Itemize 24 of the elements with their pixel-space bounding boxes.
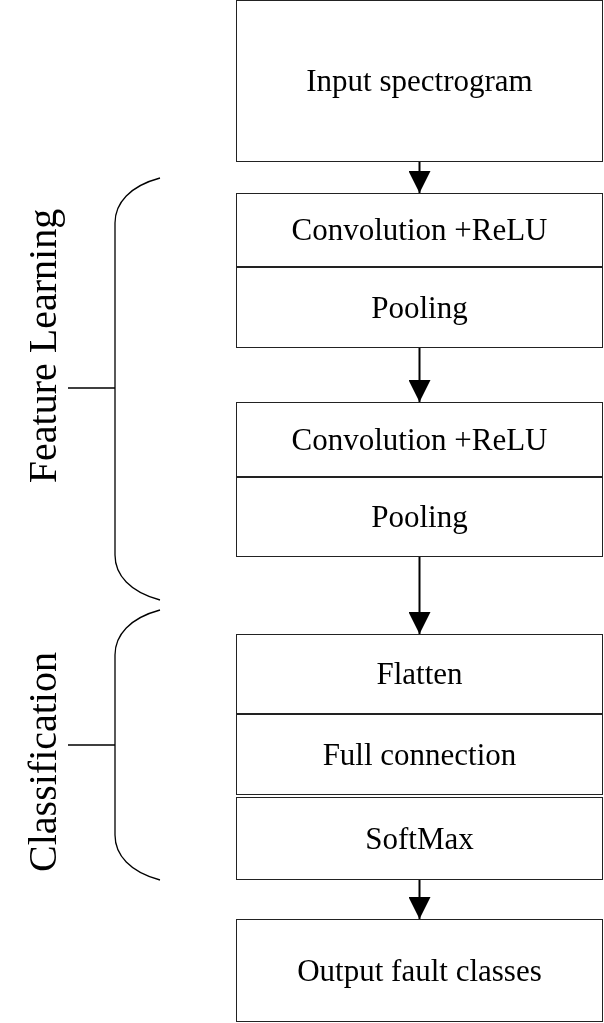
box-label: Output fault classes	[297, 952, 542, 989]
process-box	[236, 0, 603, 162]
box-label: Full connection	[322, 736, 517, 773]
arrow	[408, 556, 431, 635]
process-box	[236, 797, 603, 880]
process-box	[236, 919, 603, 1022]
arrow	[408, 161, 431, 194]
process-box	[236, 402, 603, 477]
box-label: Pooling	[371, 499, 468, 535]
process-box	[236, 714, 603, 795]
box-label: Convolution +ReLU	[291, 421, 548, 458]
process-box	[236, 634, 603, 714]
process-box	[236, 477, 603, 557]
box-label: Input spectrogram	[306, 63, 533, 99]
box-label: Pooling	[371, 289, 468, 326]
section-label: Classification	[18, 652, 66, 872]
box-label: SoftMax	[365, 820, 474, 857]
process-box	[236, 267, 603, 348]
arrow	[408, 879, 431, 920]
process-box	[236, 193, 603, 267]
box-label: Convolution +ReLU	[291, 212, 548, 248]
arrow	[408, 347, 431, 403]
section-label: Feature Learning	[18, 208, 66, 484]
box-label: Flatten	[376, 656, 463, 692]
